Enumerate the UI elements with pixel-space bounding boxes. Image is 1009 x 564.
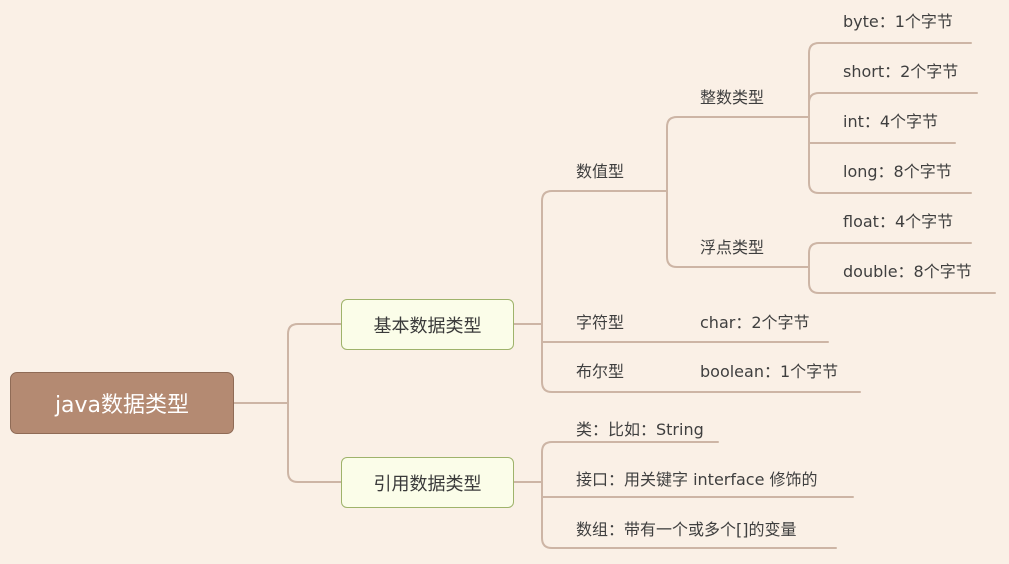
leaf-float[interactable]: float：4个字节 xyxy=(843,212,954,231)
node-integer[interactable]: 整数类型 xyxy=(700,88,765,107)
node-basic-types[interactable]: 基本数据类型 xyxy=(341,299,514,350)
root-node[interactable]: java数据类型 xyxy=(10,372,234,434)
link-root-basic xyxy=(287,323,342,404)
node-char[interactable]: 字符型 xyxy=(576,313,625,332)
link-integer-short xyxy=(808,92,978,118)
leaf-char[interactable]: char：2个字节 xyxy=(700,313,810,332)
link-reference-class xyxy=(541,441,719,483)
leaf-array[interactable]: 数组：带有一个或多个[]的变量 xyxy=(576,520,797,539)
link-basic-numeric xyxy=(541,190,668,325)
leaf-class[interactable]: 类：比如：String xyxy=(576,420,704,439)
node-bool[interactable]: 布尔型 xyxy=(576,362,625,381)
link-reference-array xyxy=(541,481,837,549)
leaf-short[interactable]: short：2个字节 xyxy=(843,62,959,81)
link-root-reference xyxy=(287,402,342,483)
link-basic-bool xyxy=(541,323,692,393)
link-integer-long xyxy=(808,116,972,194)
link-float-double xyxy=(808,266,996,294)
leaf-interface[interactable]: 接口：用关键字 interface 修饰的 xyxy=(576,470,818,489)
link-integer-byte xyxy=(808,42,972,118)
link-float-float xyxy=(808,242,972,268)
leaf-boolean[interactable]: boolean：1个字节 xyxy=(700,362,839,381)
leaf-byte[interactable]: byte：1个字节 xyxy=(843,12,953,31)
node-numeric[interactable]: 数值型 xyxy=(576,162,625,181)
leaf-int[interactable]: int：4个字节 xyxy=(843,112,939,131)
link-numeric-float xyxy=(666,190,810,268)
leaf-double[interactable]: double：8个字节 xyxy=(843,262,972,281)
node-reference-types[interactable]: 引用数据类型 xyxy=(341,457,514,508)
leaf-long[interactable]: long：8个字节 xyxy=(843,162,952,181)
node-float[interactable]: 浮点类型 xyxy=(700,238,765,257)
link-numeric-integer xyxy=(666,116,810,192)
